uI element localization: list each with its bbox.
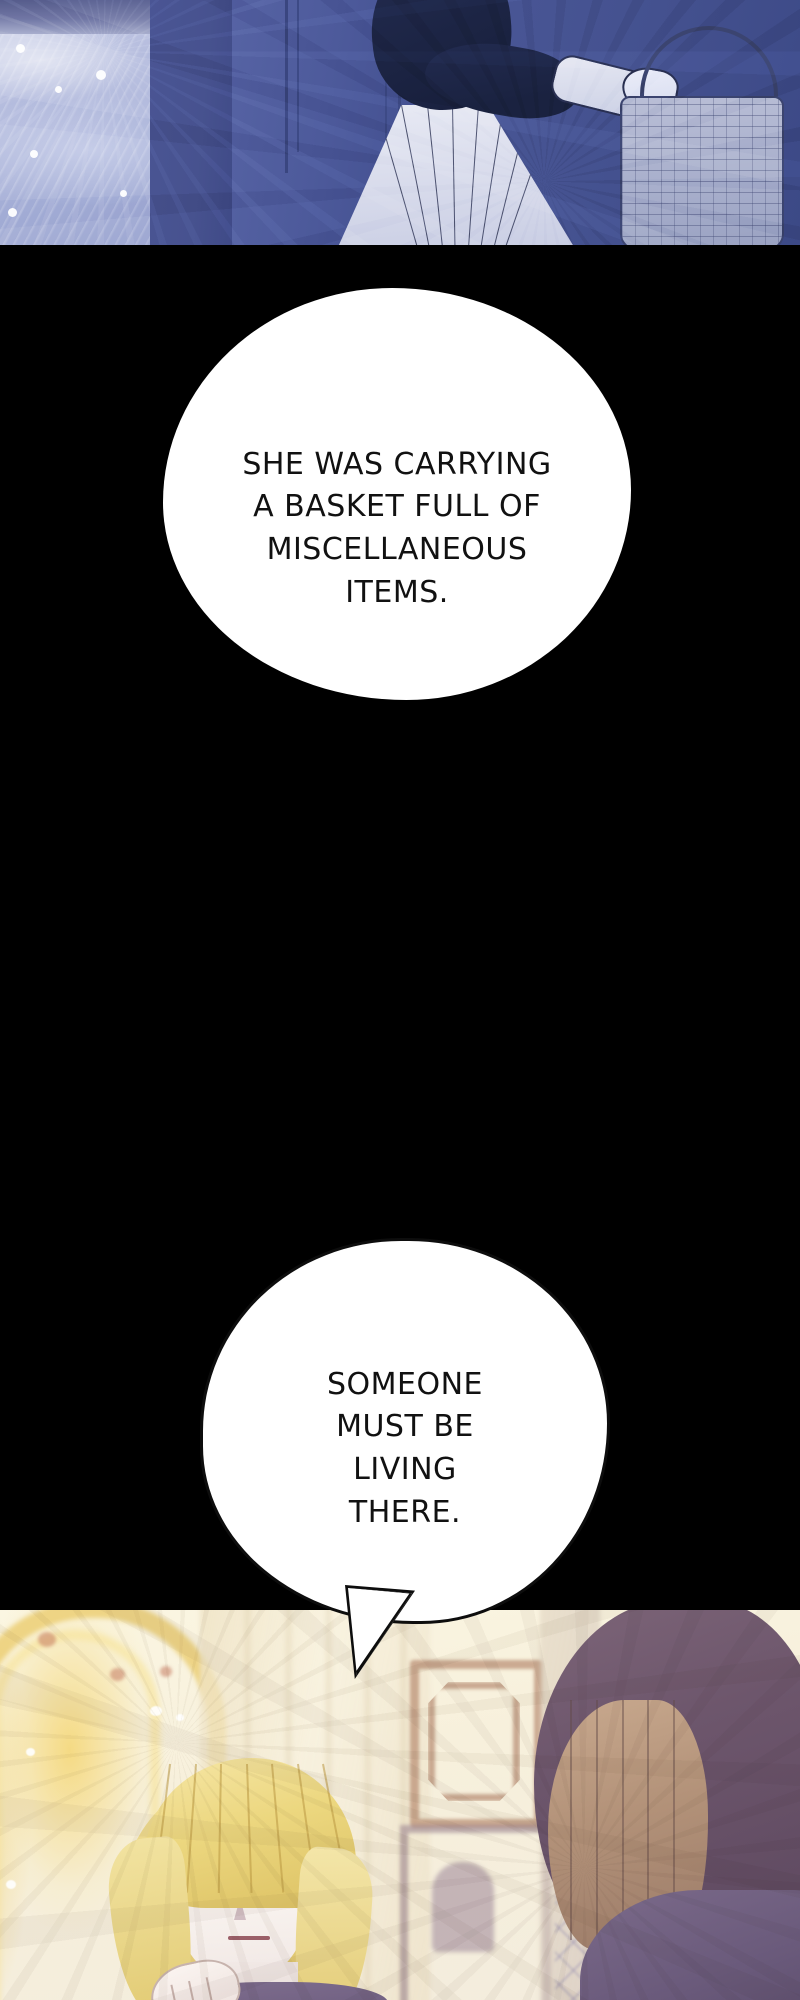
- bubble-2-line: THERE.: [348, 1494, 462, 1530]
- bubble-2-line: SOMEONE: [326, 1366, 483, 1402]
- speech-bubble-narration: SHE WAS CARRYING A BASKET FULL OF MISCEL…: [163, 288, 631, 700]
- wall-lamp: [432, 1862, 494, 1952]
- bubble-1-line: MISCELLANEOUS: [266, 532, 528, 567]
- light-spark: [6, 1880, 16, 1889]
- bubble-1-line: SHE WAS CARRYING: [242, 446, 552, 482]
- wall-speck: [38, 1632, 56, 1647]
- snowflake: [96, 70, 106, 80]
- snowflake: [8, 208, 17, 217]
- snowflake: [120, 190, 127, 197]
- snowflake: [30, 150, 38, 158]
- bubble-1-line: A BASKET FULL OF: [253, 489, 541, 525]
- panel-top: [0, 0, 800, 245]
- snowflake: [55, 86, 62, 93]
- panel-bottom: [0, 1610, 800, 2000]
- light-spark: [176, 1714, 184, 1721]
- bubble-2-line: MUST BE: [336, 1409, 474, 1445]
- bubble-2-text: SOMEONE MUST BE LIVING THERE.: [327, 1364, 483, 1534]
- girl-a-mouth: [228, 1936, 270, 1940]
- bubble-2-line: LIVING: [353, 1452, 457, 1487]
- light-spark: [150, 1706, 162, 1716]
- bubble-1-text: SHE WAS CARRYING A BASKET FULL OF MISCEL…: [242, 444, 551, 614]
- snowflake: [16, 44, 25, 53]
- wicker-basket: [620, 96, 784, 245]
- light-spark: [26, 1748, 35, 1756]
- wall-speck: [110, 1668, 125, 1681]
- picture-frame-octagon: [428, 1682, 520, 1801]
- wall-speck: [160, 1666, 172, 1677]
- bubble-tail-icon: [445, 634, 497, 692]
- bubble-1-line: ITEMS.: [345, 574, 449, 610]
- speech-bubble-dialogue: SOMEONE MUST BE LIVING THERE.: [200, 1238, 610, 1624]
- stone-pillar: [150, 0, 232, 245]
